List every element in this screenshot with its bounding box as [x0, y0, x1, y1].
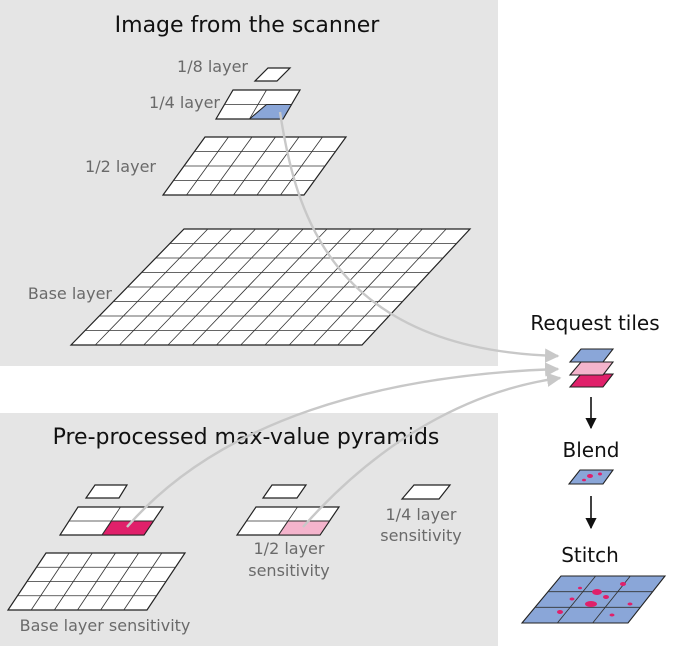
- layer-1-2: 1/2 layer: [85, 136, 348, 196]
- left-pyramid-top-plate: [84, 484, 129, 499]
- pyramids-panel: Pre-processed max-value pyramids Base la…: [0, 413, 498, 646]
- connector-curves: [126, 111, 562, 528]
- scanner-title: Image from the scanner: [115, 13, 381, 38]
- layer-1-2-label: 1/2 layer: [85, 157, 156, 176]
- blend-spot: [598, 472, 602, 476]
- stitch-spot: [609, 613, 615, 617]
- left-pyramid-base-grid: [17, 552, 176, 611]
- stitch-spot: [578, 586, 582, 590]
- grid-line: [556, 575, 597, 624]
- scanner-panel: Image from the scanner 1/8 layer 1/4 lay…: [0, 0, 498, 366]
- blend-spot: [582, 478, 586, 482]
- connector-scanner-to-request: [278, 111, 560, 363]
- stitch-spot: [603, 595, 609, 599]
- stitch-label: Stitch: [561, 543, 619, 567]
- stitch-spot: [627, 602, 633, 606]
- request-tile-magenta: [568, 373, 615, 388]
- layer-1-2-grid: [173, 136, 336, 196]
- right-pyramid: 1/4 layer sensitivity: [380, 484, 462, 545]
- layer-base-grid: [85, 228, 457, 346]
- pyramid-base-label: Base layer sensitivity: [20, 616, 191, 635]
- middle-pyramid-grid-line: [278, 506, 298, 536]
- layer-1-4-grid-line: [249, 89, 267, 120]
- pyramid-quarter-label-line2: sensitivity: [380, 526, 461, 545]
- layer-base-label: Base layer: [28, 284, 113, 303]
- stitch-spot: [557, 610, 563, 614]
- pyramid-half-label-line1: 1/2 layer: [254, 539, 325, 558]
- left-pyramid-grid-line: [101, 506, 121, 536]
- stitch-spot: [585, 601, 597, 607]
- blend-spot: [587, 474, 593, 478]
- right-pyramid-top-plate: [400, 484, 452, 500]
- connector-middle-pyramid-to-request: [302, 372, 562, 528]
- request-tile-pink: [568, 361, 615, 376]
- layer-1-8: 1/8 layer: [177, 57, 292, 82]
- middle-pyramid-top-plate: [261, 484, 308, 499]
- blend-step: Blend: [563, 438, 620, 485]
- layer-1-4: 1/4 layer: [149, 89, 302, 120]
- stitch-step: Stitch: [520, 543, 667, 624]
- stitch-spot: [569, 597, 575, 601]
- layer-1-8-label: 1/8 layer: [177, 57, 248, 76]
- pyramid-half-label-line2: sensitivity: [248, 561, 329, 580]
- connector-left-pyramid-to-request: [126, 362, 560, 528]
- request-tiles-label: Request tiles: [530, 311, 659, 335]
- stitch-spot: [592, 589, 602, 595]
- blend-label: Blend: [563, 438, 620, 462]
- request-tile-blue: [568, 348, 615, 363]
- layer-base: Base layer: [28, 228, 472, 346]
- pyramid-quarter-label-line1: 1/4 layer: [386, 505, 457, 524]
- stitch-spot: [620, 582, 626, 586]
- layer-1-4-label: 1/4 layer: [149, 93, 220, 112]
- request-tiles: Request tiles: [530, 311, 660, 388]
- stitched-mosaic: [520, 575, 667, 624]
- layer-1-8-plate: [253, 67, 292, 82]
